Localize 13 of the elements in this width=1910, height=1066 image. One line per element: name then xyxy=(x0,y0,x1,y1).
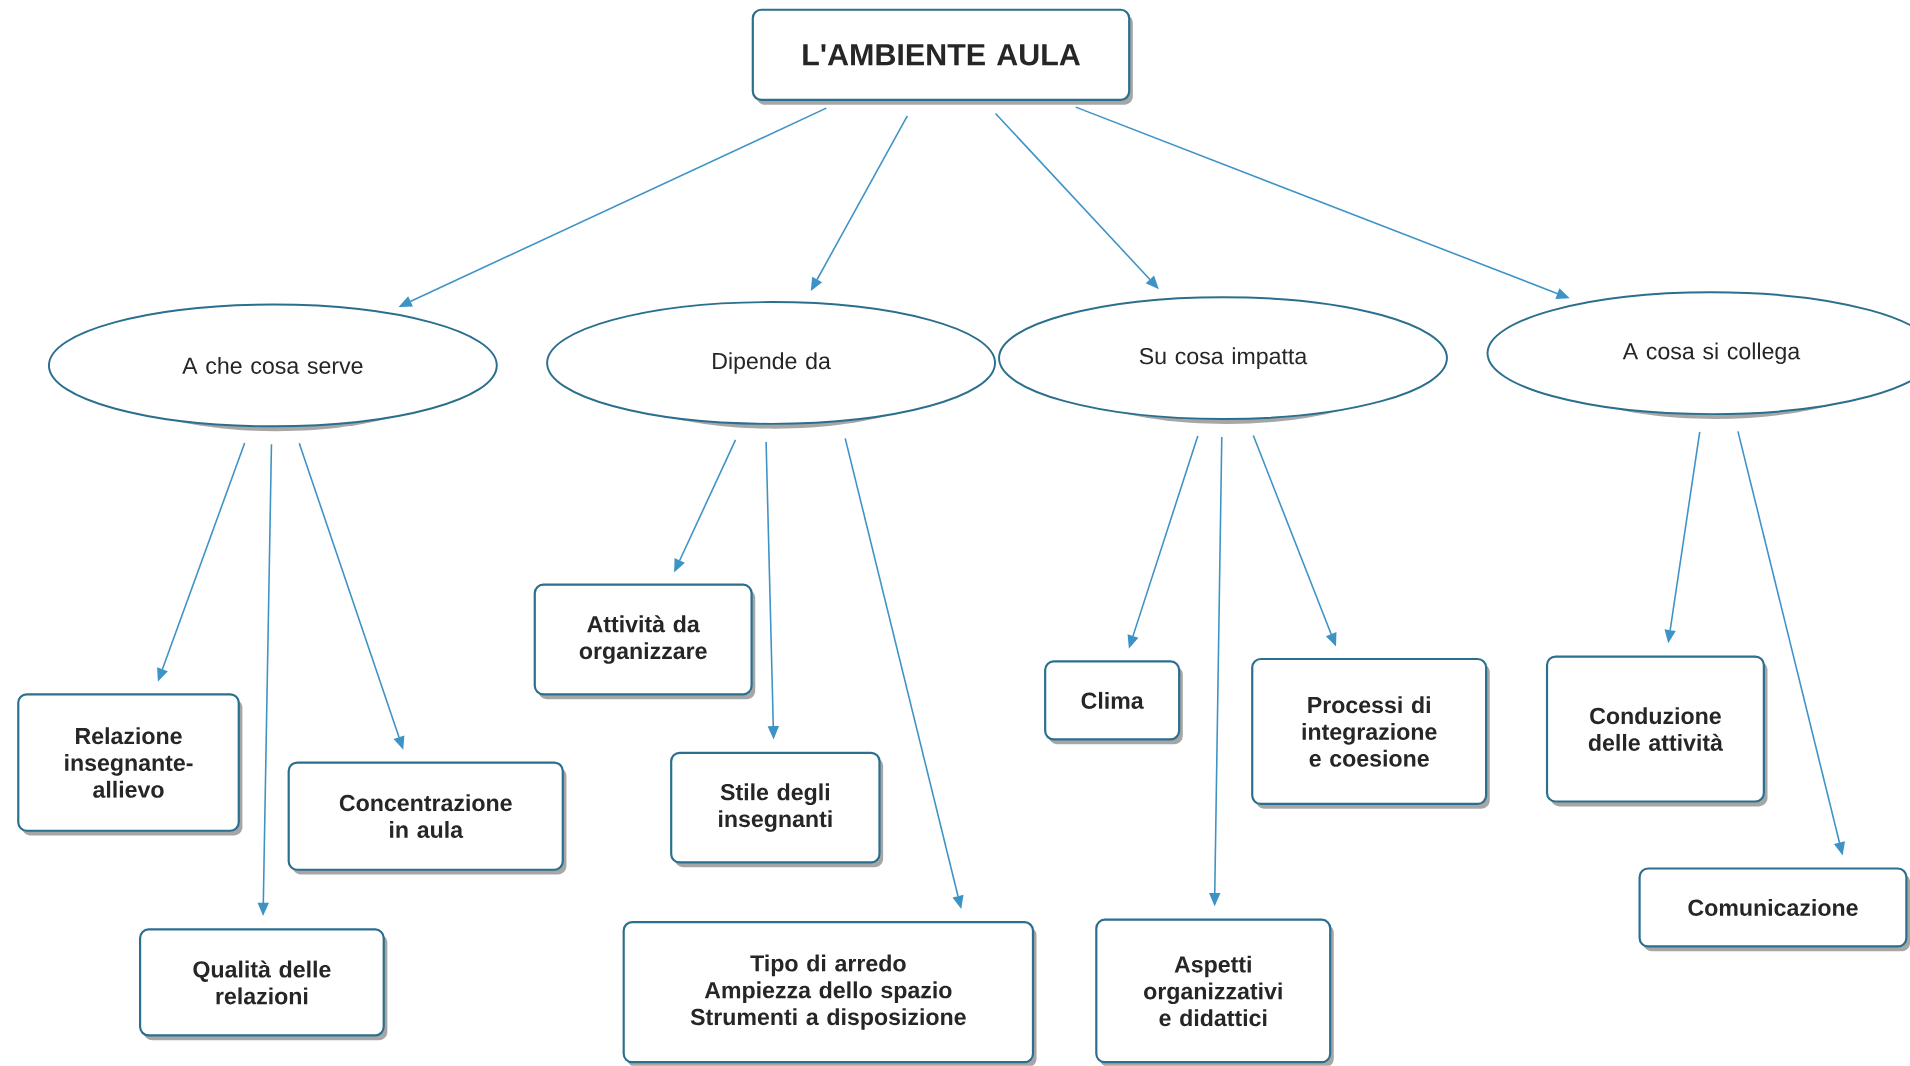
title-box: L'AMBIENTE AULA xyxy=(751,8,1133,105)
concept-box: Concentrazione in aula xyxy=(287,761,567,875)
node-label: A cosa si collega xyxy=(1622,342,1801,365)
concept-box: Comunicazione xyxy=(1638,867,1910,952)
concept-box: Qualità delle relazioni xyxy=(139,928,388,1041)
concept-box: Aspetti organizzativi e didattici xyxy=(1095,918,1334,1066)
concept-box: Tipo di arredo Ampiezza dello spazio Strumenti a disposizione xyxy=(622,921,1037,1066)
concept-box: Attività da organizzare xyxy=(533,583,756,700)
concept-box: Stile degli insegnanti xyxy=(670,751,884,868)
concept-box: Clima xyxy=(1044,660,1183,745)
concept-box: Processi di integrazione e coesione xyxy=(1251,657,1490,809)
concept-box: Conduzione delle attività xyxy=(1545,655,1768,807)
concept-box: Relazione insegnante-allievo xyxy=(17,693,243,836)
